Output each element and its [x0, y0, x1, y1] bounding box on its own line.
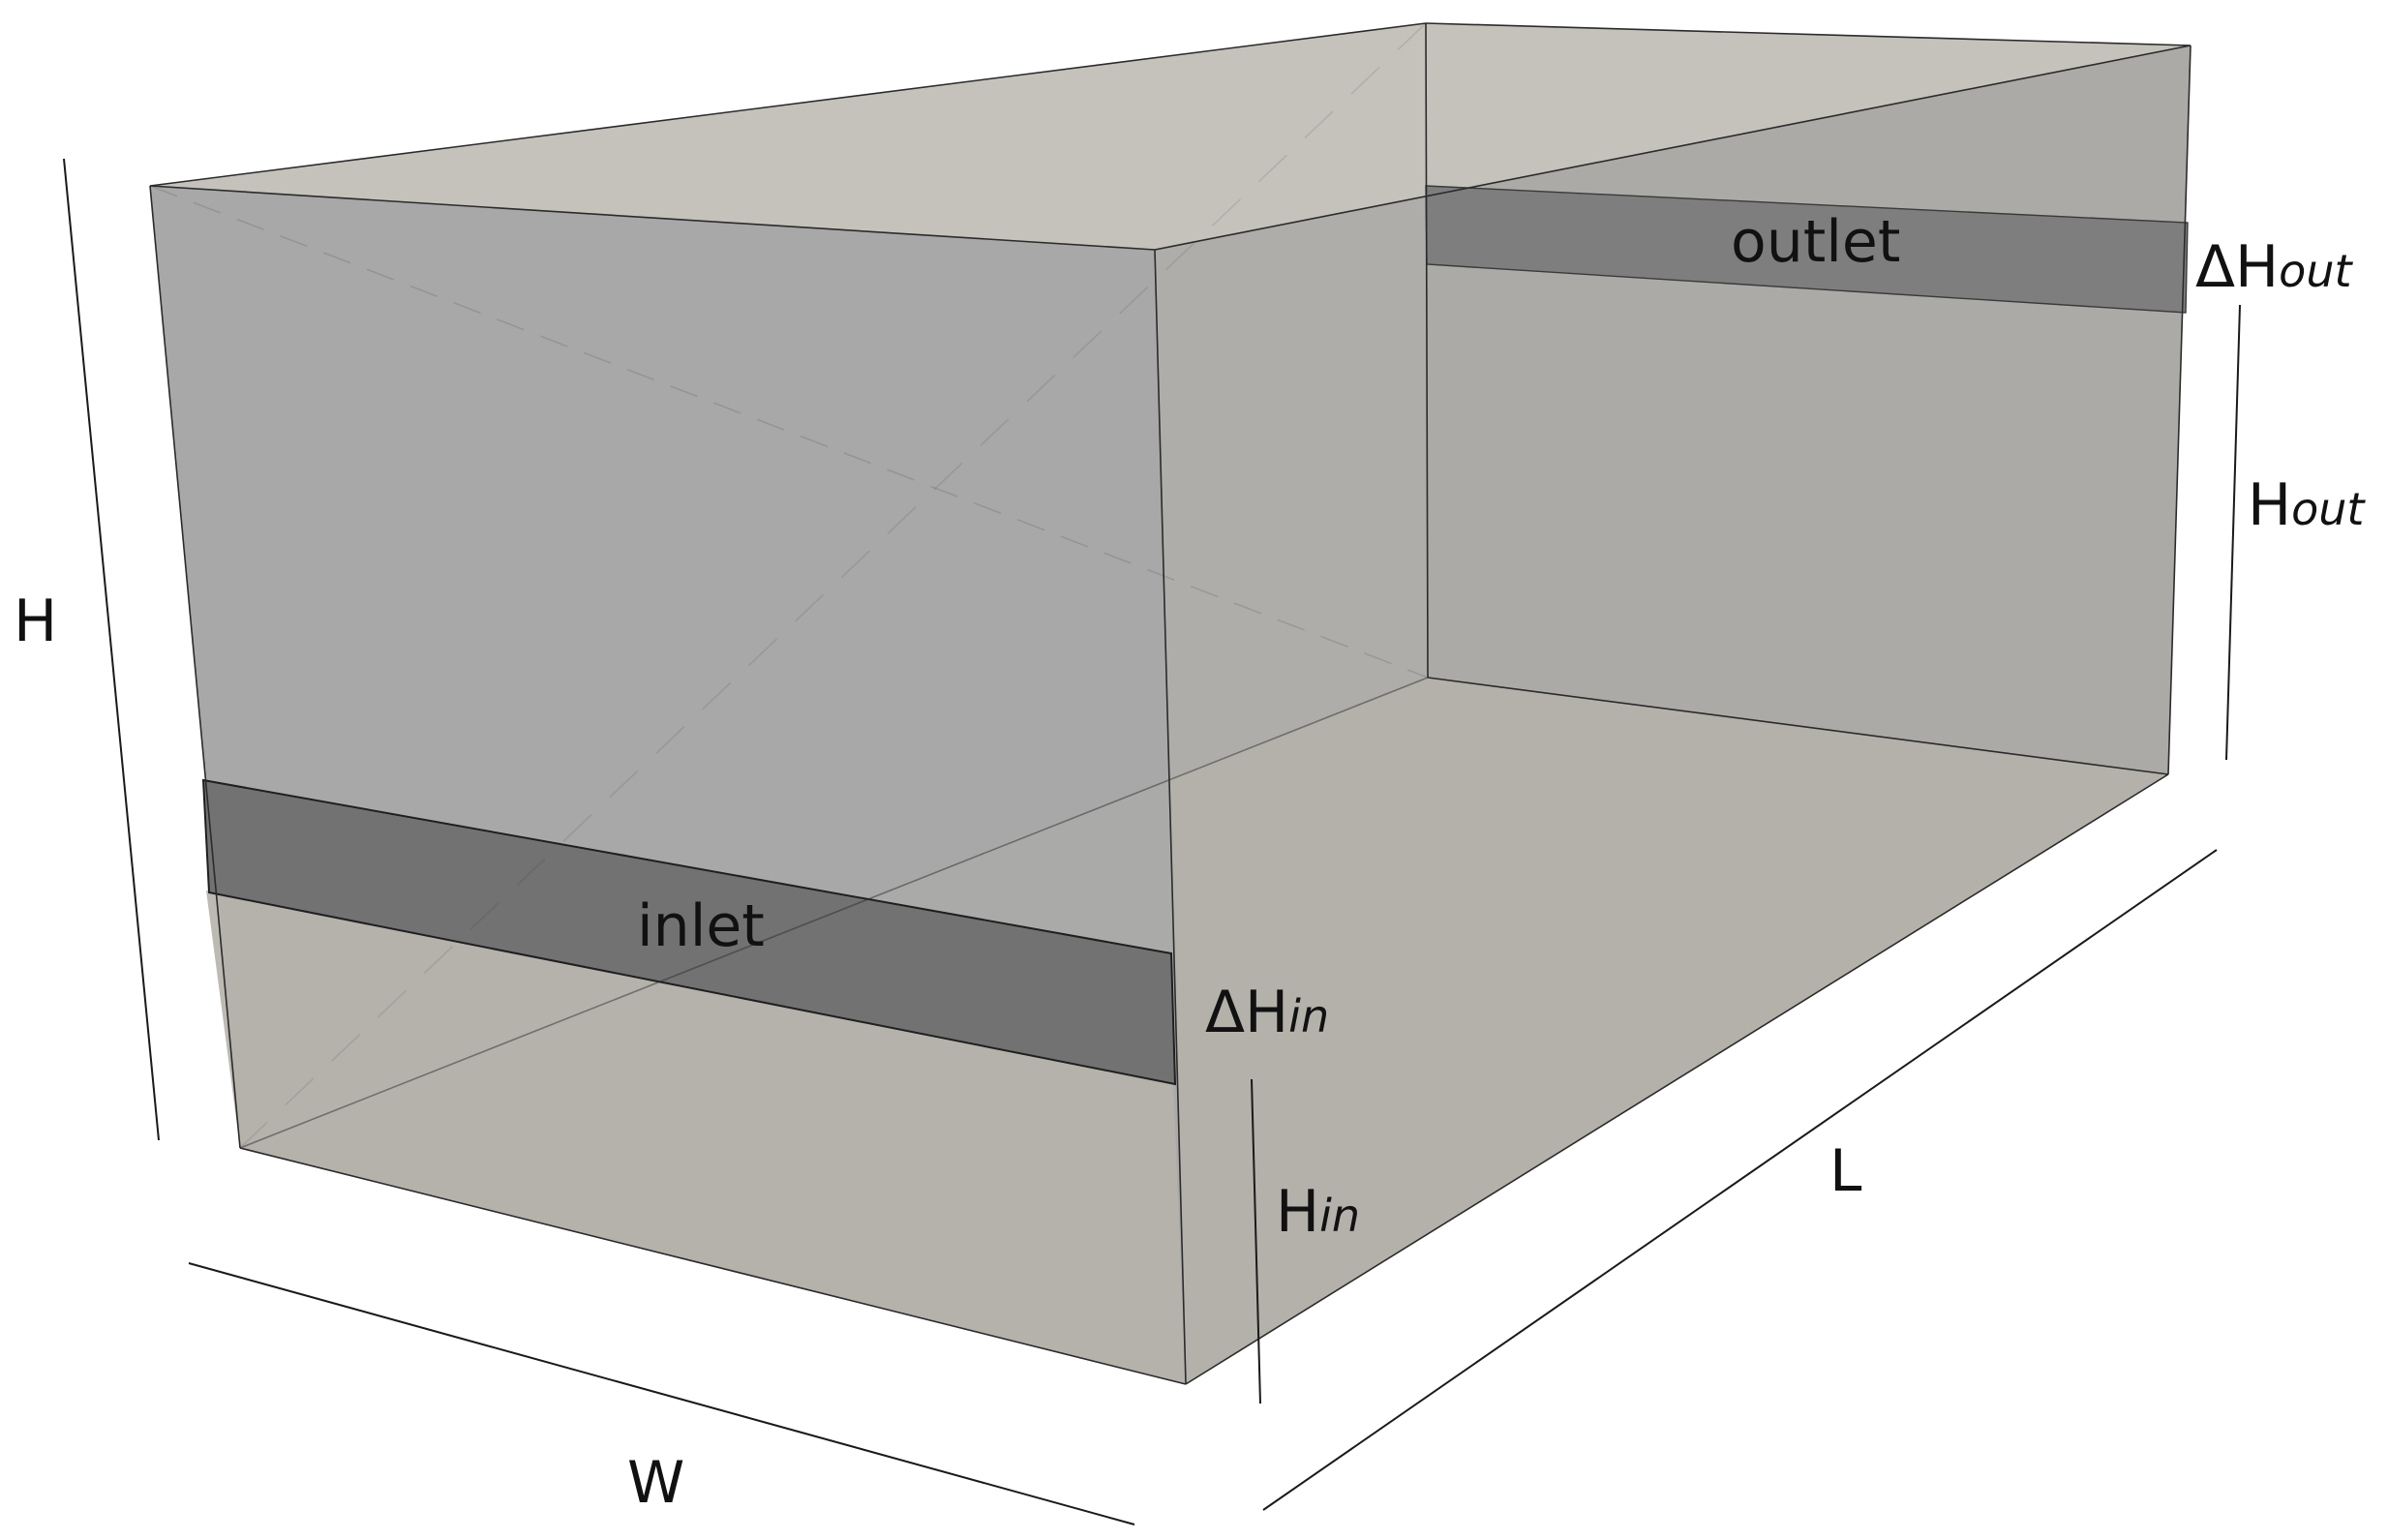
h-out-dimension-line: [2225, 304, 2241, 761]
width-dimension-line: [188, 1262, 1135, 1525]
inlet-label: inlet: [637, 892, 765, 960]
h-out-sub: out: [2291, 483, 2366, 535]
outlet-label: outlet: [1731, 208, 1900, 276]
h-in-label: Hin: [1276, 1178, 1360, 1246]
h-out-label: Hout: [2248, 471, 2366, 539]
h-in-main: H: [1276, 1178, 1319, 1246]
inlet-band: [201, 778, 1177, 1086]
delta-h-in-main: ΔH: [1205, 979, 1288, 1046]
box-edges: [149, 22, 2192, 1385]
h-in-dimension-line: [1251, 1078, 1261, 1404]
length-label: L: [1829, 1137, 1862, 1205]
front-face-lower: [206, 891, 1186, 1384]
right-side-wall: [1155, 45, 2191, 1384]
length-dimension-line: [1262, 849, 2218, 1511]
width-label: W: [627, 1449, 684, 1517]
delta-h-out-main: ΔH: [2195, 233, 2279, 301]
delta-h-in-label: ΔHin: [1205, 979, 1329, 1046]
h-out-main: H: [2248, 471, 2291, 539]
delta-h-out-sub: out: [2279, 245, 2353, 297]
delta-h-out-label: ΔHout: [2195, 233, 2353, 301]
height-dimension-line: [63, 158, 160, 1141]
top-face: [150, 23, 2191, 250]
h-in-sub: in: [1319, 1190, 1360, 1242]
delta-h-in-sub: in: [1288, 990, 1329, 1042]
height-label: H: [14, 588, 57, 655]
